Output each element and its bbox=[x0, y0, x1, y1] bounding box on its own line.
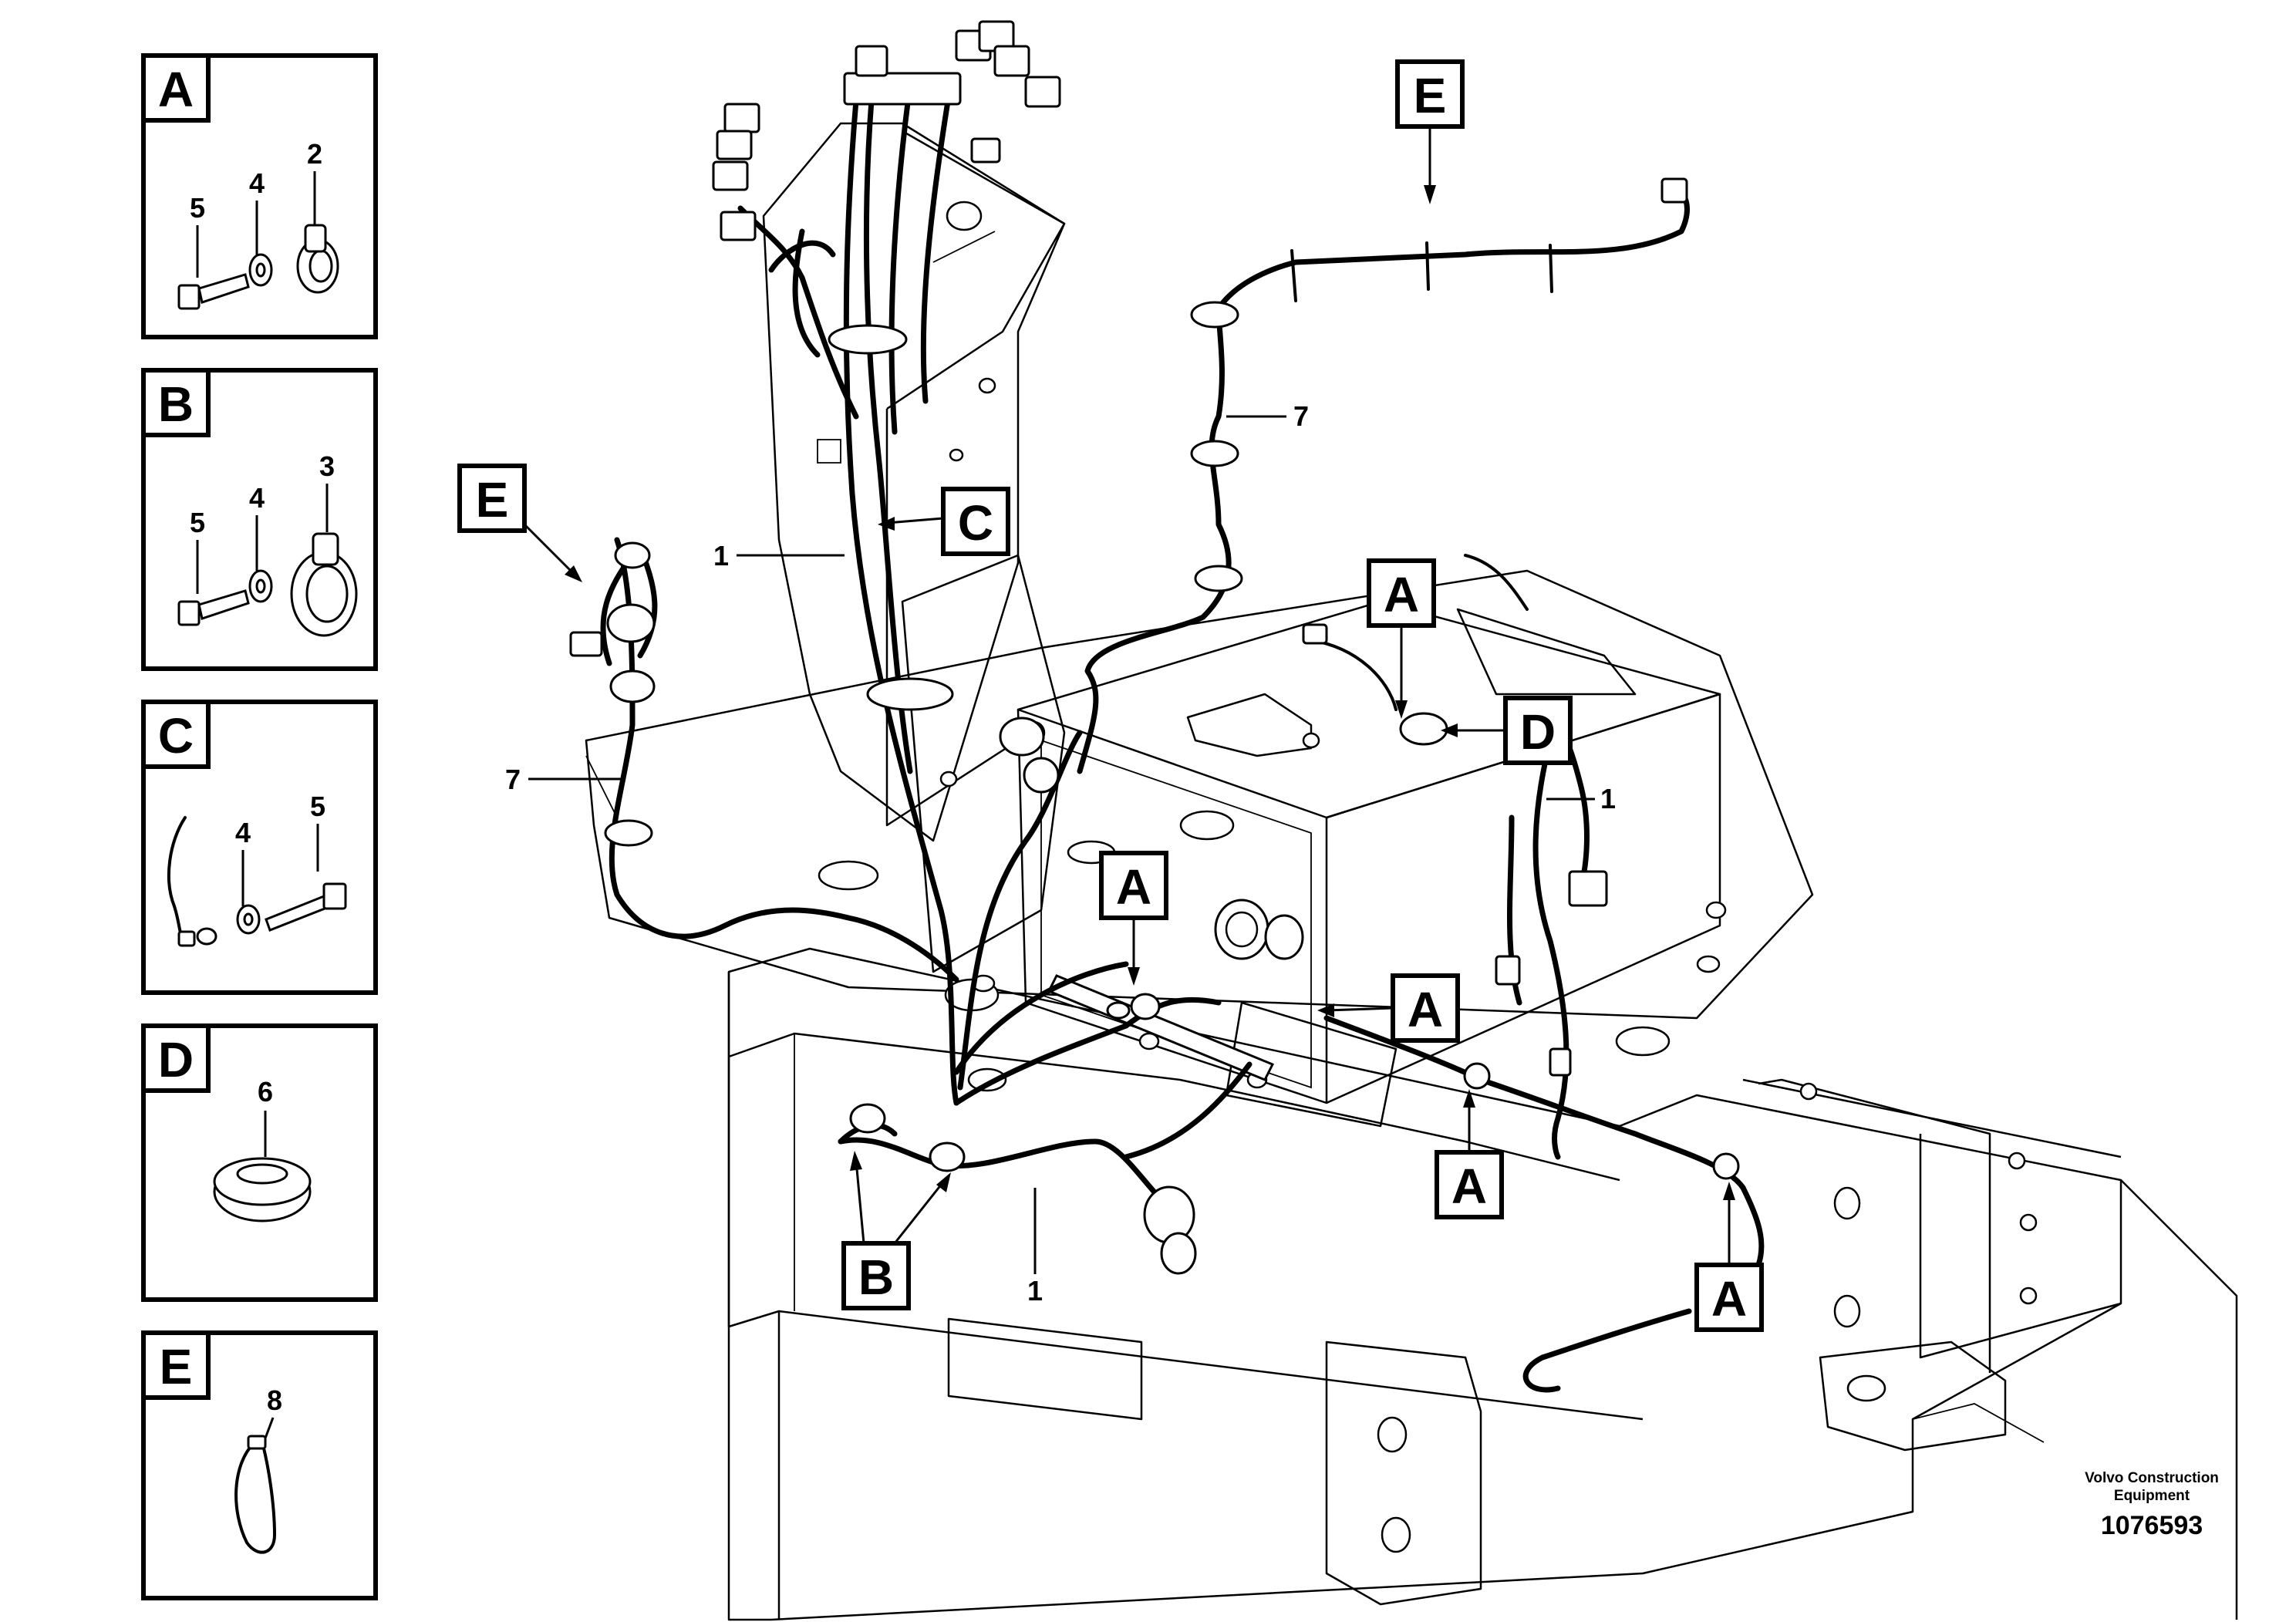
callout-letter-b: B bbox=[858, 1249, 894, 1305]
callout-b: B bbox=[841, 1151, 951, 1310]
part-number-1-console: 1 bbox=[713, 540, 729, 572]
legend-b-part-4: 4 bbox=[249, 482, 265, 514]
legend-panel-e: E 8 bbox=[141, 1330, 378, 1600]
callout-a-lower: A bbox=[1435, 1089, 1504, 1219]
callout-letter-a-right: A bbox=[1711, 1271, 1747, 1327]
callout-a-box-front: A bbox=[1099, 851, 1168, 986]
callout-a-box-side: A bbox=[1317, 973, 1460, 1043]
bolt-icon bbox=[265, 882, 347, 932]
legend-b-part-3: 3 bbox=[319, 450, 335, 482]
callout-letter-d: D bbox=[1520, 704, 1556, 760]
legend-panel-c: C 4 5 bbox=[141, 700, 378, 995]
part-number-1-right: 1 bbox=[1600, 783, 1616, 814]
washer-icon bbox=[248, 253, 273, 287]
callout-d: D bbox=[1441, 696, 1573, 765]
callout-a-right: A bbox=[1694, 1182, 1764, 1332]
legend-c-part-4: 4 bbox=[235, 817, 251, 848]
part-number-1-bottom: 1 bbox=[1027, 1275, 1043, 1307]
legend-letter-c: C bbox=[158, 708, 194, 764]
legend-panel-d: D 6 bbox=[141, 1023, 378, 1302]
callout-e-left: E bbox=[457, 464, 582, 582]
clamp-icon bbox=[296, 224, 339, 294]
callout-letter-a-lower: A bbox=[1451, 1158, 1487, 1214]
bolt-icon bbox=[177, 589, 250, 626]
legend-letter-a: A bbox=[158, 62, 194, 117]
callout-a-top: A bbox=[1367, 558, 1436, 719]
drawing-number: 1076593 bbox=[2100, 1511, 2203, 1540]
callout-letter-c: C bbox=[958, 495, 993, 551]
legend-letter-d: D bbox=[158, 1032, 194, 1088]
part-number-7-top: 7 bbox=[1293, 400, 1309, 432]
grommet-icon bbox=[213, 1157, 312, 1222]
legend-panel-b: B 5 4 3 bbox=[141, 368, 378, 671]
callout-letter-e-left: E bbox=[476, 472, 509, 528]
harness-connectors bbox=[569, 20, 1688, 1275]
legend-panel-a: A 5 4 2 bbox=[141, 53, 378, 339]
legend-a-part-5: 5 bbox=[190, 192, 205, 224]
clamp-icon bbox=[290, 532, 358, 637]
legend-c-part-5: 5 bbox=[310, 791, 325, 822]
part-number-7-left: 7 bbox=[505, 764, 521, 795]
callout-letter-a-box-side: A bbox=[1408, 982, 1443, 1037]
legend-b-part-5: 5 bbox=[190, 507, 205, 538]
control-console bbox=[762, 122, 1066, 973]
callout-letter-a-top: A bbox=[1384, 567, 1419, 622]
legend-a-part-2: 2 bbox=[307, 138, 322, 170]
callout-c: C bbox=[878, 487, 1010, 556]
harness-clamps bbox=[604, 241, 1740, 1180]
callout-e-top: E bbox=[1395, 59, 1465, 204]
callout-letter-e-top: E bbox=[1414, 68, 1447, 123]
callout-letter-a-box-front: A bbox=[1116, 859, 1151, 915]
legend-letter-e: E bbox=[160, 1339, 193, 1394]
washer-icon bbox=[236, 904, 261, 935]
legend-e-part-8: 8 bbox=[267, 1384, 282, 1416]
brand-line-2: Equipment bbox=[2113, 1488, 2190, 1504]
legend-letter-b: B bbox=[158, 376, 194, 432]
brand-line-1: Volvo Construction bbox=[2085, 1470, 2219, 1486]
bolt-icon bbox=[177, 273, 250, 310]
cable-tie-icon bbox=[234, 1435, 277, 1554]
washer-icon bbox=[248, 569, 273, 603]
harness-1-main bbox=[737, 82, 1765, 1393]
legend-d-part-6: 6 bbox=[258, 1076, 273, 1108]
wire-icon bbox=[167, 816, 217, 947]
drawing-footer: Volvo Construction Equipment 1076593 bbox=[2052, 1469, 2252, 1541]
machine-frame bbox=[727, 947, 2238, 1621]
legend-a-part-4: 4 bbox=[249, 167, 265, 199]
